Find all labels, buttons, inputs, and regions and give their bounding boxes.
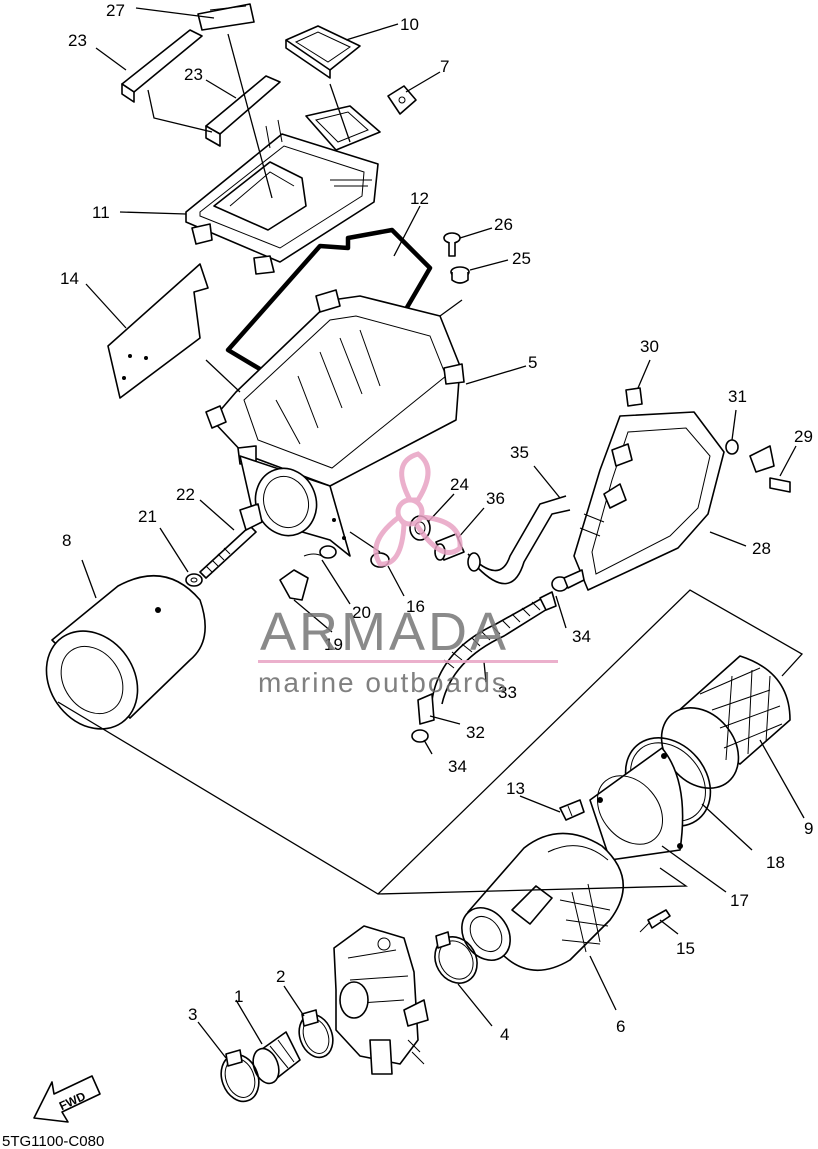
callout-10: 10 <box>400 15 419 34</box>
part-9-funnel <box>660 655 791 789</box>
part-5-air-cleaner-case <box>205 289 465 557</box>
callout-14: 14 <box>60 269 79 288</box>
callout-22: 22 <box>176 485 195 504</box>
part-11-case-cap <box>185 105 381 275</box>
callout-4: 4 <box>500 1025 509 1044</box>
callout-24: 24 <box>450 475 469 494</box>
part-14-sheet <box>107 263 209 399</box>
callout-36: 36 <box>486 489 505 508</box>
callout-7: 7 <box>440 57 449 76</box>
callout-34-upper: 34 <box>572 627 591 646</box>
callout-27: 27 <box>106 1 125 20</box>
callout-18: 18 <box>766 853 785 872</box>
watermark: ARMADA marine outboards <box>258 451 558 698</box>
part-6-air-duct <box>461 832 624 972</box>
callout-32: 32 <box>466 723 485 742</box>
part-28-breather-box <box>573 411 725 591</box>
part-19-clip <box>279 569 309 601</box>
callout-15: 15 <box>676 939 695 958</box>
part-10-joint <box>285 25 361 79</box>
part-2-clamp <box>298 1009 334 1059</box>
callout-8: 8 <box>62 531 71 550</box>
part-30-screw <box>625 387 643 407</box>
callout-33: 33 <box>498 683 517 702</box>
callout-16: 16 <box>406 597 425 616</box>
callout-21: 21 <box>138 507 157 526</box>
part-35-hose <box>467 495 571 585</box>
part-29-bolt <box>749 445 791 493</box>
part-20-damper <box>303 545 337 559</box>
watermark-brand: ARMADA <box>260 602 509 662</box>
part-3-clamp <box>220 1049 260 1103</box>
callout-34-lower: 34 <box>448 757 467 776</box>
callout-6: 6 <box>616 1017 625 1036</box>
callout-29: 29 <box>794 427 813 446</box>
callout-28: 28 <box>752 539 771 558</box>
callout-9: 9 <box>804 819 813 838</box>
callout-2: 2 <box>276 967 285 986</box>
callout-1: 1 <box>234 987 243 1006</box>
part-8-filter-element <box>45 574 206 730</box>
leader-lines <box>57 7 805 1059</box>
callout-35: 35 <box>510 443 529 462</box>
callout-3: 3 <box>188 1005 197 1024</box>
fwd-arrow-icon: FWD <box>33 1075 101 1123</box>
part-22-bolt <box>199 503 263 579</box>
propeller-icon <box>373 451 463 567</box>
part-17-flange <box>589 747 684 861</box>
diagram-code: 5TG1100-C080 <box>2 1133 104 1149</box>
callout-23-upper: 23 <box>68 31 87 50</box>
callout-5: 5 <box>528 353 537 372</box>
callout-31: 31 <box>728 387 747 406</box>
part-4-clamp <box>434 931 478 984</box>
carburetor <box>333 925 429 1075</box>
part-34-clamp-upper <box>551 569 585 592</box>
part-25-grommet <box>450 266 470 284</box>
part-31-washer <box>725 439 739 455</box>
callout-20: 20 <box>352 603 371 622</box>
part-15-rivet <box>639 909 671 933</box>
callout-11: 11 <box>92 203 110 222</box>
callout-numbers: 27 23 23 10 7 11 12 26 25 14 5 30 31 29 … <box>60 1 813 1044</box>
callout-12: 12 <box>410 189 429 208</box>
callout-25: 25 <box>512 249 531 268</box>
part-21-washer <box>185 573 203 587</box>
part-26-bolt <box>443 232 461 257</box>
watermark-tagline: marine outboards <box>258 667 508 698</box>
callout-19: 19 <box>324 635 343 654</box>
part-32-hose <box>417 693 435 725</box>
callout-17: 17 <box>730 891 749 910</box>
part-23-damper-upper <box>121 29 203 103</box>
callout-30: 30 <box>640 337 659 356</box>
callout-23-lower: 23 <box>184 65 203 84</box>
part-1-carburetor-joint <box>252 1031 301 1085</box>
part-7-clip <box>387 85 417 115</box>
part-27-seal-strip <box>197 3 255 31</box>
watermark-divider <box>258 660 558 663</box>
part-13-screw <box>559 799 585 821</box>
callout-13: 13 <box>506 779 525 798</box>
part-34-clamp-lower <box>411 729 429 743</box>
callout-26: 26 <box>494 215 513 234</box>
part-33-breather-hose <box>431 591 557 705</box>
